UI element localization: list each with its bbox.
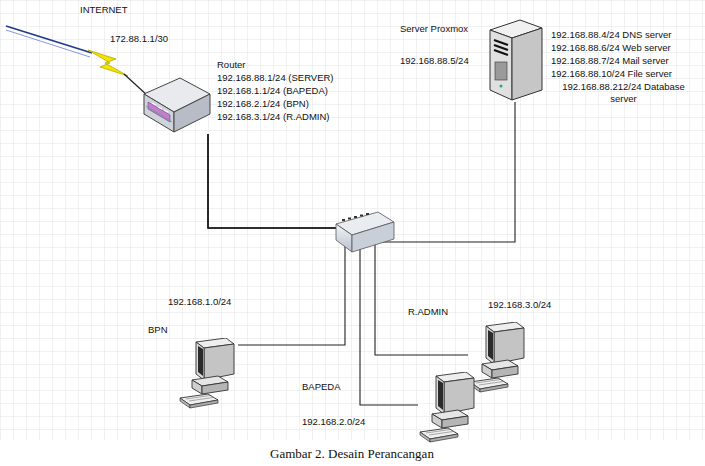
ip-label: Router xyxy=(217,59,246,71)
network-cable xyxy=(208,102,515,242)
workstation-icon xyxy=(178,338,238,410)
router-icon xyxy=(140,72,212,134)
workstation-icon xyxy=(418,372,478,444)
server-icon xyxy=(484,18,546,102)
ip-label: 192.168.88.212/24 Database server xyxy=(551,81,696,105)
workstation-node: R.ADMIN192.168.3.0/24 xyxy=(468,322,528,394)
ip-label: 192.168.88.10/24 File server xyxy=(551,68,672,80)
figure-caption: Gambar 2. Desain Perancangan xyxy=(270,446,434,462)
ip-label: Server Proxmox xyxy=(400,23,468,35)
network-cable xyxy=(208,134,418,405)
ip-label: BPN xyxy=(148,324,168,336)
network-cable xyxy=(208,134,468,355)
ip-label: 192.168.3.1/24 (R.ADMIN) xyxy=(217,111,329,123)
workstation-icon xyxy=(468,322,528,394)
router-node: Router192.168.88.1/24 (SERVER)192.168.1.… xyxy=(140,72,212,134)
ip-label: 192.168.88.4/24 DNS server xyxy=(551,29,671,41)
ip-label: 192.168.88.5/24 xyxy=(400,55,469,67)
ip-label: 192.168.88.6/24 Web server xyxy=(551,42,671,54)
ip-label: 192.168.1.1/24 (BAPEDA) xyxy=(217,85,328,97)
ip-label: 192.168.88.7/24 Mail server xyxy=(551,55,669,67)
ip-label: 192.168.88.1/24 (SERVER) xyxy=(217,72,334,84)
network-cable xyxy=(208,134,345,345)
internet-label: INTERNET xyxy=(80,4,128,16)
ip-label: 192.168.2.1/24 (BPN) xyxy=(217,98,309,110)
ip-label: BAPEDA xyxy=(302,381,341,393)
server-node: Server Proxmox192.168.88.5/24192.168.88.… xyxy=(484,18,546,102)
ip-label: 172.88.1.1/30 xyxy=(110,33,168,45)
workstation-node: BAPEDA192.168.2.0/24 xyxy=(418,372,478,444)
workstation-node: 192.168.1.0/24BPN xyxy=(178,338,238,410)
ip-label: 192.168.3.0/24 xyxy=(488,299,551,311)
ip-label: 192.168.1.0/24 xyxy=(168,296,231,308)
ip-label: R.ADMIN xyxy=(408,306,448,318)
ip-label: 192.168.2.0/24 xyxy=(302,416,365,428)
